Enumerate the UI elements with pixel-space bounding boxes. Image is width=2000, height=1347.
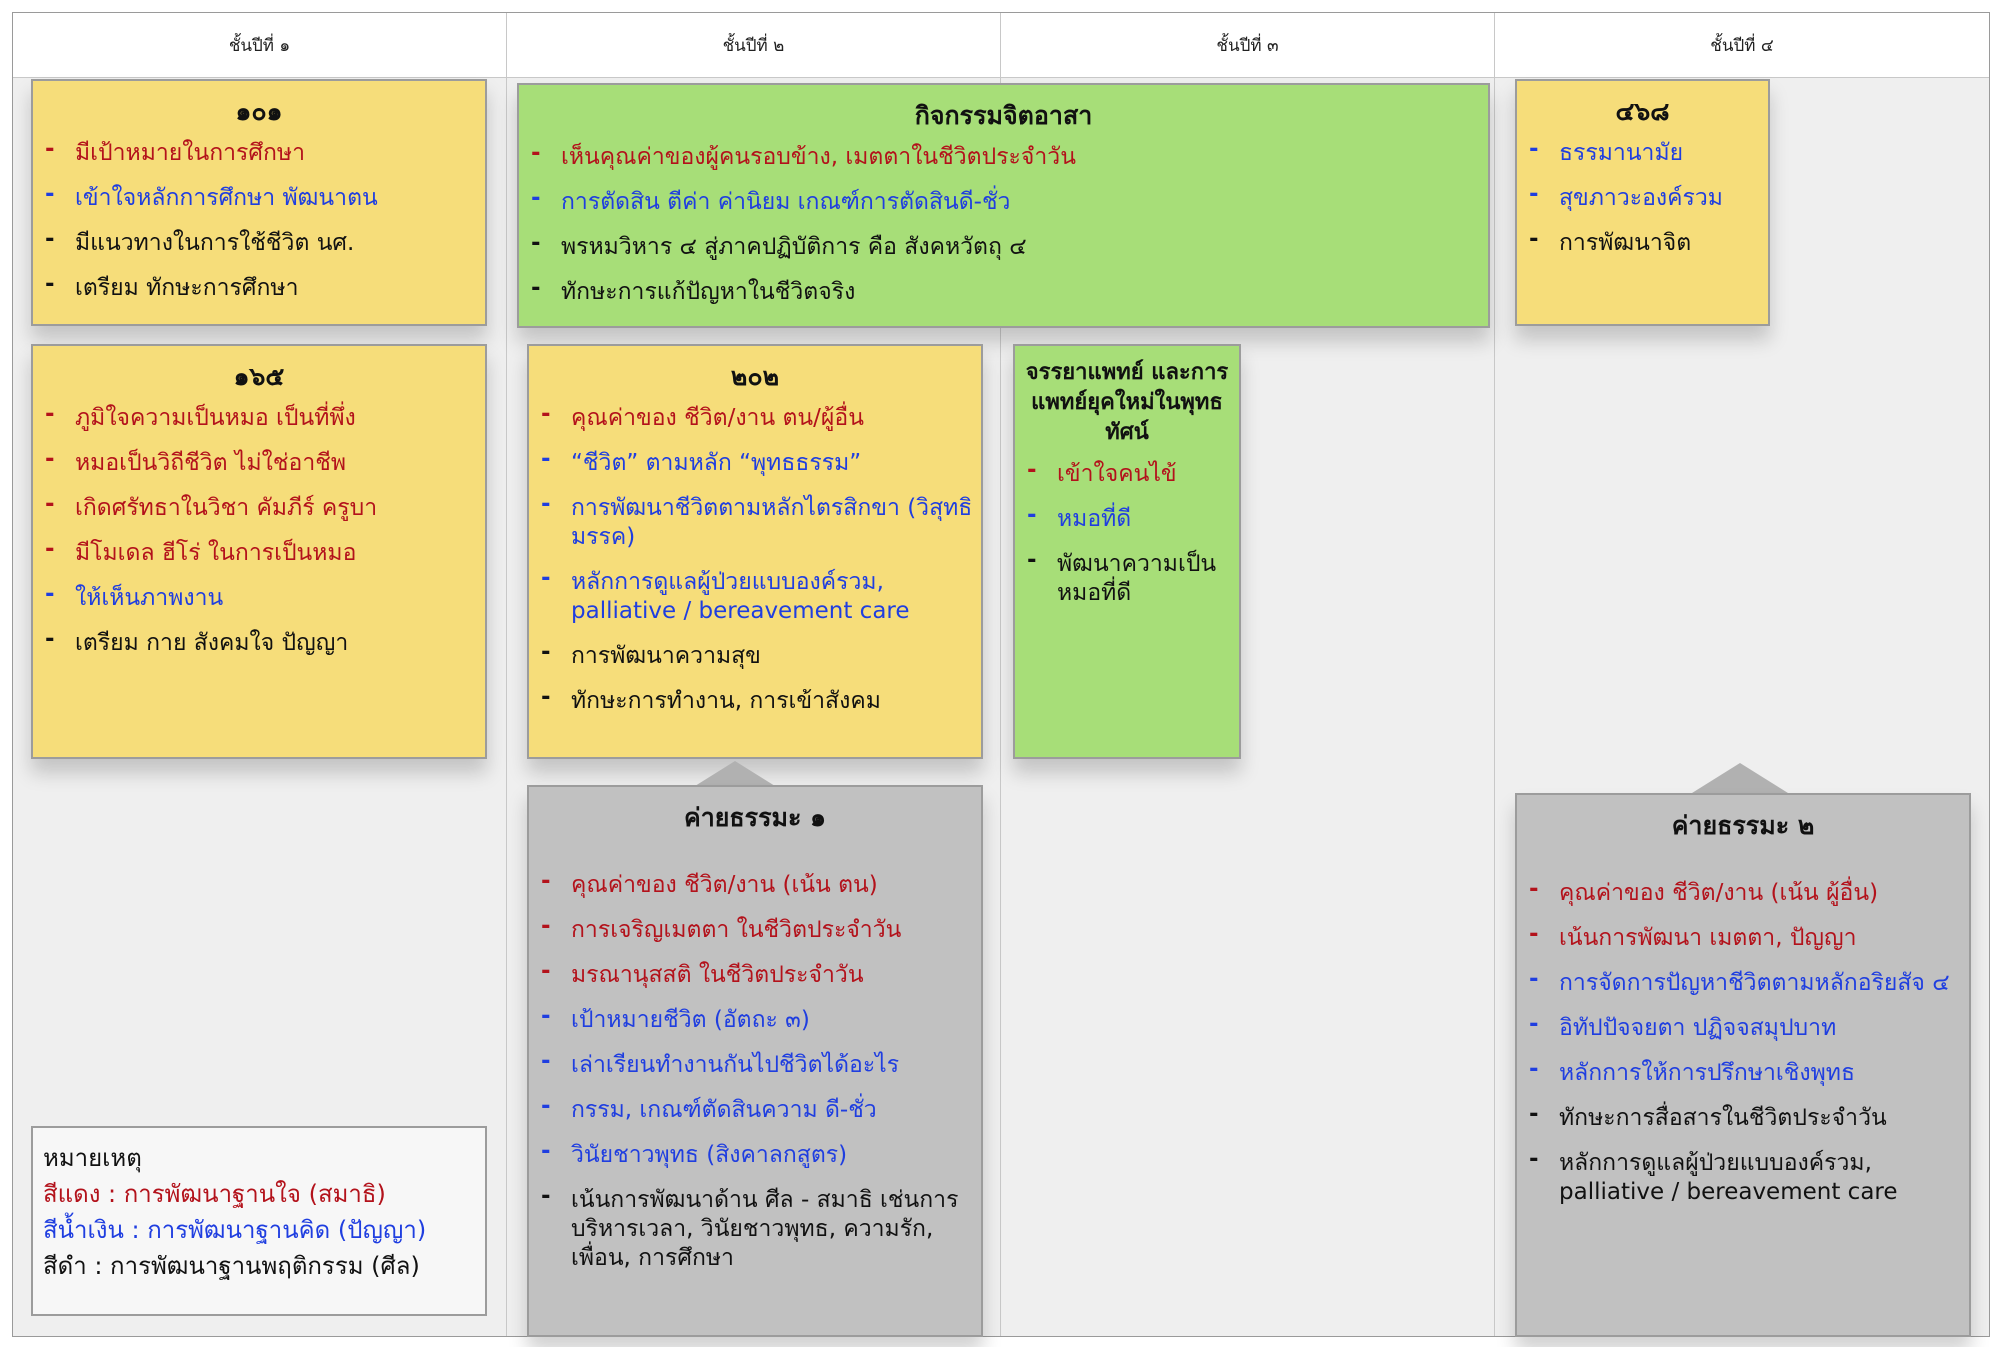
note-item: ภูมิใจความเป็นหมอ เป็นที่พึ่ง	[33, 400, 485, 433]
note-item: อิทัปปัจจยตา ปฏิจจสมุปบาท	[1517, 1010, 1969, 1043]
legend-box: หมายเหตุ สีแดง : การพัฒนาฐานใจ (สมาธิ) ส…	[31, 1126, 487, 1316]
note-item: เกิดศรัทธาในวิชา คัมภีร์ ครูบา	[33, 490, 485, 523]
note-item: หลักการดูแลผู้ป่วยแบบองค์รวม, palliative…	[1517, 1145, 1969, 1207]
note-165: ๑๖๕ ภูมิใจความเป็นหมอ เป็นที่พึ่งหมอเป็น…	[31, 344, 487, 759]
note-item: คุณค่าของ ชีวิต/งาน ตน/ผู้อื่น	[529, 400, 981, 433]
note-item: เตรียม กาย สังคมใจ ปัญญา	[33, 625, 485, 658]
note-item: เป้าหมายชีวิต (อัตถะ ๓)	[529, 1002, 981, 1035]
note-item: พรหมวิหาร ๔ สู่ภาคปฏิบัติการ คือ สังคหวั…	[519, 229, 1488, 262]
note-title: ๑๐๑	[235, 97, 283, 126]
legend-blue: สีน้ำเงิน : การพัฒนาฐานคิด (ปัญญา)	[43, 1216, 427, 1244]
note-item: คุณค่าของ ชีวิต/งาน (เน้น ตน)	[529, 867, 981, 900]
note-title: ๔๖๘	[1615, 97, 1670, 126]
note-title: ค่ายธรรมะ ๑	[683, 803, 826, 832]
note-items: ธรรมานามัยสุขภาวะองค์รวมการพัฒนาจิต	[1517, 135, 1768, 258]
note-item: ทักษะการแก้ปัญหาในชีวิตจริง	[519, 274, 1488, 307]
column-header: ชั้นปีที่ ๔	[1495, 13, 1989, 78]
note-item: การพัฒนาจิต	[1517, 225, 1768, 258]
note-volunteer-activity: กิจกรรมจิตอาสา เห็นคุณค่าของผู้คนรอบข้าง…	[517, 83, 1490, 328]
note-item: มีโมเดล ฮีโร่ ในการเป็นหมอ	[33, 535, 485, 568]
note-101: ๑๐๑ มีเป้าหมายในการศึกษาเข้าใจหลักการศึก…	[31, 79, 487, 326]
note-item: การเจริญเมตตา ในชีวิตประจำวัน	[529, 912, 981, 945]
note-item: สุขภาวะองค์รวม	[1517, 180, 1768, 213]
note-item: หลักการให้การปรึกษาเชิงพุทธ	[1517, 1055, 1969, 1088]
column-header: ชั้นปีที่ ๒	[507, 13, 1000, 78]
note-item: มรณานุสสติ ในชีวิตประจำวัน	[529, 957, 981, 990]
note-item: กรรม, เกณฑ์ตัดสินความ ดี-ชั่ว	[529, 1092, 981, 1125]
note-item: หมอเป็นวิถีชีวิต ไม่ใช่อาชีพ	[33, 445, 485, 478]
note-item: ทักษะการทำงาน, การเข้าสังคม	[529, 683, 981, 716]
note-item: การพัฒนาชีวิตตามหลักไตรสิกขา (วิสุทธิมรร…	[529, 490, 981, 552]
note-items: คุณค่าของ ชีวิต/งาน ตน/ผู้อื่น “ชีวิต” ตา…	[529, 400, 981, 716]
note-items: คุณค่าของ ชีวิต/งาน (เน้น ผู้อื่น) เน้นกา…	[1517, 875, 1969, 1207]
note-item: วินัยชาวพุทธ (สิงคาลกสูตร)	[529, 1137, 981, 1170]
note-item: หมอที่ดี	[1015, 501, 1239, 534]
note-item: การจัดการปัญหาชีวิตตามหลักอริยสัจ ๔	[1517, 965, 1969, 998]
legend-red: สีแดง : การพัฒนาฐานใจ (สมาธิ)	[43, 1180, 386, 1208]
note-item: มีเป้าหมายในการศึกษา	[33, 135, 485, 168]
note-item: พัฒนาความเป็นหมอที่ดี	[1015, 546, 1239, 608]
note-items: เห็นคุณค่าของผู้คนรอบข้าง, เมตตาในชีวิตป…	[519, 139, 1488, 307]
note-title: กิจกรรมจิตอาสา	[914, 101, 1093, 130]
note-item: เน้นการพัฒนาด้าน ศีล - สมาธิ เช่นการบริห…	[529, 1182, 981, 1273]
note-items: เข้าใจคนไข้หมอที่ดีพัฒนาความเป็นหมอที่ดี	[1015, 456, 1239, 608]
note-202: ๒๐๒ คุณค่าของ ชีวิต/งาน ตน/ผู้อื่น “ชีวิต…	[527, 344, 983, 759]
note-items: คุณค่าของ ชีวิต/งาน (เน้น ตน) การเจริญเมต…	[529, 867, 981, 1273]
note-title: ๑๖๕	[233, 362, 285, 391]
note-item: ธรรมานามัย	[1517, 135, 1768, 168]
note-item: การตัดสิน ตีค่า ค่านิยม เกณฑ์การตัดสินดี…	[519, 184, 1488, 217]
column-header: ชั้นปีที่ ๓	[1001, 13, 1494, 78]
note-dhamma-camp-1: ค่ายธรรมะ ๑ คุณค่าของ ชีวิต/งาน (เน้น ตน…	[527, 785, 983, 1337]
note-item: เน้นการพัฒนา เมตตา, ปัญญา	[1517, 920, 1969, 953]
curriculum-board: ชั้นปีที่ ๑ ชั้นปีที่ ๒ ชั้นปีที่ ๓ ชั้น…	[12, 12, 1990, 1337]
note-dhamma-camp-2: ค่ายธรรมะ ๒ คุณค่าของ ชีวิต/งาน (เน้น ผู…	[1515, 793, 1971, 1337]
note-item: เข้าใจคนไข้	[1015, 456, 1239, 489]
legend-black: สีดำ : การพัฒนาฐานพฤติกรรม (ศีล)	[43, 1252, 420, 1280]
note-468: ๔๖๘ ธรรมานามัยสุขภาวะองค์รวมการพัฒนาจิต	[1515, 79, 1770, 326]
note-title: จรรยาแพทย์ และการแพทย์ยุคใหม่ในพุทธทัศน์	[1025, 360, 1229, 445]
note-item: เตรียม ทักษะการศึกษา	[33, 270, 485, 303]
note-item: ทักษะการสื่อสารในชีวิตประจำวัน	[1517, 1100, 1969, 1133]
note-item: การพัฒนาความสุข	[529, 638, 981, 671]
note-item: ให้เห็นภาพงาน	[33, 580, 485, 613]
note-item: หลักการดูแลผู้ป่วยแบบองค์รวม, palliative…	[529, 564, 981, 626]
note-items: มีเป้าหมายในการศึกษาเข้าใจหลักการศึกษา พ…	[33, 135, 485, 303]
note-item: มีแนวทางในการใช้ชีวิต นศ.	[33, 225, 485, 258]
column-year-3: ชั้นปีที่ ๓	[1001, 13, 1495, 1336]
note-item: เห็นคุณค่าของผู้คนรอบข้าง, เมตตาในชีวิตป…	[519, 139, 1488, 172]
column-year-2: ชั้นปีที่ ๒	[507, 13, 1001, 1336]
note-item: เล่าเรียนทำงานกันไปชีวิตได้อะไร	[529, 1047, 981, 1080]
note-items: ภูมิใจความเป็นหมอ เป็นที่พึ่งหมอเป็นวิถี…	[33, 400, 485, 658]
note-title: ๒๐๒	[730, 362, 780, 391]
column-header: ชั้นปีที่ ๑	[13, 13, 506, 78]
legend-title: หมายเหตุ	[43, 1144, 142, 1172]
note-title: ค่ายธรรมะ ๒	[1671, 811, 1815, 840]
note-item: คุณค่าของ ชีวิต/งาน (เน้น ผู้อื่น)	[1517, 875, 1969, 908]
column-year-1: ชั้นปีที่ ๑	[13, 13, 507, 1336]
note-item: “ชีวิต” ตามหลัก “พุทธธรรม”	[529, 445, 981, 478]
column-year-4: ชั้นปีที่ ๔	[1495, 13, 1989, 1336]
note-medical-ethics: จรรยาแพทย์ และการแพทย์ยุคใหม่ในพุทธทัศน์…	[1013, 344, 1241, 759]
note-item: เข้าใจหลักการศึกษา พัฒนาตน	[33, 180, 485, 213]
